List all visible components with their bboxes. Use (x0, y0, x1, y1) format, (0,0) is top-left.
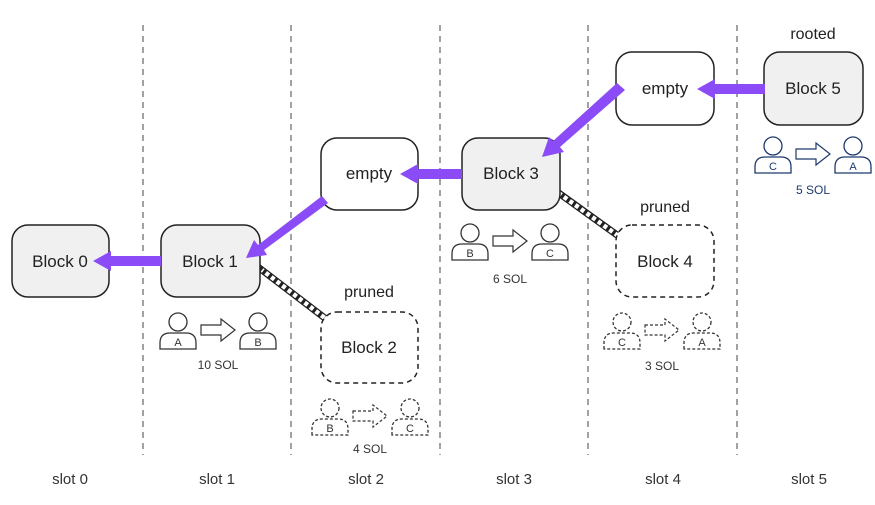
block-2-label: Block 2 (341, 338, 397, 357)
person-icon: B (451, 223, 489, 261)
person-head (320, 398, 340, 418)
person-body (451, 243, 489, 261)
empty-slot-2: empty (320, 137, 419, 211)
slot-dividers (142, 25, 738, 455)
block-2-box (320, 311, 419, 384)
person-head (460, 223, 480, 243)
person-body (239, 332, 277, 350)
pruned-caption-slot4: pruned (640, 199, 690, 216)
person-icon: C (603, 312, 641, 350)
person-body (754, 156, 792, 174)
block-4: Block 4 (615, 224, 715, 298)
person-body (834, 156, 872, 174)
person-icon: B (239, 312, 277, 350)
arrow-right-icon (644, 317, 680, 343)
person-head (540, 223, 560, 243)
transaction-amount: 10 SOL (198, 358, 239, 372)
slot-label-3: slot 3 (496, 471, 532, 488)
person-head (612, 312, 632, 332)
fork-arrow-block4-to-block3-inner (551, 187, 626, 242)
person-icon: A (834, 136, 872, 174)
transaction-t4: C A 3 SOL (603, 312, 721, 373)
person-icon: B (311, 398, 349, 436)
person-body (603, 332, 641, 350)
slot-label-5: slot 5 (791, 471, 827, 488)
block-0-label: Block 0 (32, 252, 88, 271)
person-head (168, 312, 188, 332)
slot-label-4: slot 4 (645, 471, 681, 488)
person-letter: A (174, 337, 182, 349)
person-head (692, 312, 712, 332)
block-4-box (615, 224, 715, 298)
slot-labels: slot 0 slot 1 slot 2 slot 3 slot 4 slot … (52, 471, 827, 488)
person-letter: B (254, 337, 261, 349)
chain-arrow-empty4-to-block3 (542, 83, 625, 157)
person-body (159, 332, 197, 350)
block-1-label: Block 1 (182, 252, 238, 271)
person-head (843, 136, 863, 156)
fork-arrow-block2-to-block1-inner (260, 268, 332, 324)
person-letter: B (326, 423, 333, 435)
empty-slot-2-label: empty (346, 164, 393, 183)
person-icon: C (391, 398, 429, 436)
transactions: A B 10 SOL B C 4 SOL B C 6 SOL C A 3 SOL C A 5 SOL (159, 136, 872, 456)
person-letter: A (698, 337, 706, 349)
block-5-label: Block 5 (785, 79, 841, 98)
person-letter: C (618, 337, 626, 349)
person-icon: A (159, 312, 197, 350)
person-letter: A (849, 161, 857, 173)
person-head (763, 136, 783, 156)
person-body (683, 332, 721, 350)
person-body (391, 418, 429, 436)
person-icon: A (683, 312, 721, 350)
rooted-caption: rooted (790, 26, 835, 43)
person-letter: B (466, 248, 473, 260)
chain-arrow-block1-to-block0 (93, 251, 161, 271)
person-letter: C (546, 248, 554, 260)
person-head (248, 312, 268, 332)
transaction-t2: B C 4 SOL (311, 398, 429, 456)
person-letter: C (406, 423, 414, 435)
fork-edges (255, 183, 627, 325)
slot-label-1: slot 1 (199, 471, 235, 488)
pruned-caption-slot2: pruned (344, 284, 394, 301)
block-5: Block 5 (763, 51, 864, 126)
block-4-label: Block 4 (637, 252, 693, 271)
person-icon: C (531, 223, 569, 261)
transaction-t1: A B 10 SOL (159, 312, 277, 372)
slot-label-0: slot 0 (52, 471, 88, 488)
chain-arrow-block3-to-empty2 (400, 164, 462, 184)
person-body (531, 243, 569, 261)
transaction-amount: 6 SOL (493, 272, 527, 286)
chain-arrow-empty2-to-block1 (246, 196, 328, 258)
slot-label-2: slot 2 (348, 471, 384, 488)
arrow-right-icon (492, 228, 528, 254)
chain-edges (93, 79, 765, 271)
empty-slot-4-label: empty (642, 79, 689, 98)
person-icon: C (754, 136, 792, 174)
arrow-right-icon (795, 141, 831, 167)
block-3-label: Block 3 (483, 164, 539, 183)
chain-arrow-block5-to-empty4 (697, 79, 765, 99)
block-3: Block 3 (461, 137, 561, 211)
block-1: Block 1 (160, 224, 261, 298)
person-letter: C (769, 161, 777, 173)
person-head (400, 398, 420, 418)
arrow-right-icon (352, 403, 388, 429)
transaction-t5: C A 5 SOL (754, 136, 872, 197)
block-2: Block 2 (320, 311, 419, 384)
person-body (311, 418, 349, 436)
transaction-amount: 5 SOL (796, 183, 830, 197)
transaction-t3: B C 6 SOL (451, 223, 569, 286)
transaction-amount: 3 SOL (645, 359, 679, 373)
transaction-amount: 4 SOL (353, 442, 387, 456)
arrow-right-icon (200, 317, 236, 343)
block-0: Block 0 (11, 224, 110, 298)
